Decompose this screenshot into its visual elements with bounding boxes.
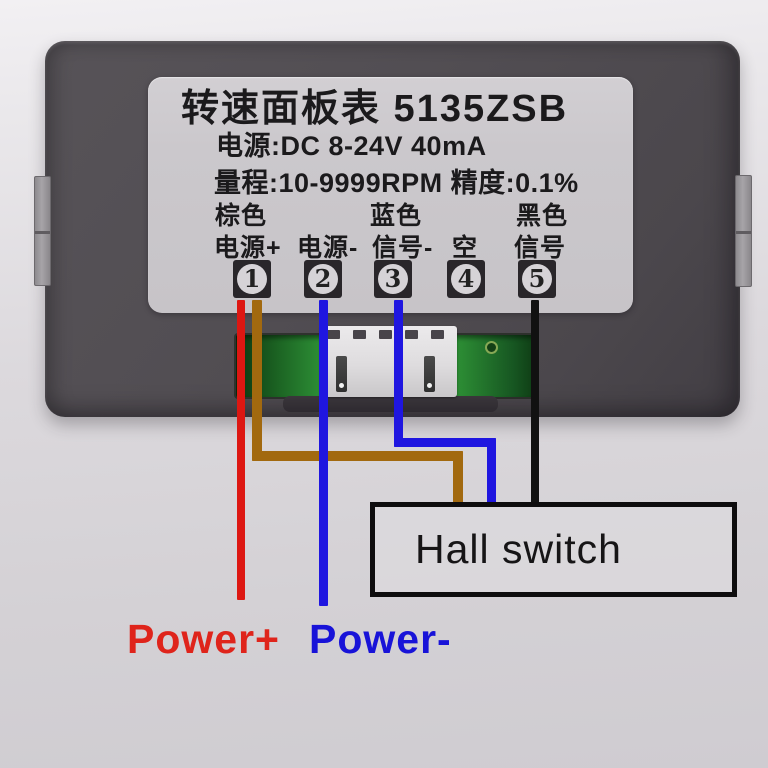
connector-pin bbox=[336, 356, 347, 392]
brown-wire-vertical bbox=[252, 300, 262, 461]
terminal-5: 5 bbox=[518, 260, 556, 298]
brown-wire-drop bbox=[453, 451, 463, 504]
range-spec: 量程:10-9999RPM 精度:0.1% bbox=[214, 168, 579, 198]
terminal-1-number: 1 bbox=[237, 264, 267, 294]
pcb-hole bbox=[485, 341, 498, 354]
connector-tab bbox=[327, 330, 340, 339]
clip-seam bbox=[35, 231, 50, 234]
blue-signal-wire-horizontal bbox=[394, 438, 496, 447]
right-mount-clip bbox=[735, 175, 752, 287]
terminal-1: 1 bbox=[233, 260, 271, 298]
red-power-wire bbox=[237, 300, 245, 600]
blue-signal-wire-vertical bbox=[394, 300, 403, 447]
product-title: 转速面板表 5135ZSB bbox=[181, 88, 569, 130]
terminal-2: 2 bbox=[304, 260, 342, 298]
blue-signal-wire-drop bbox=[487, 438, 496, 504]
terminal-4: 4 bbox=[447, 260, 485, 298]
connector-slot-shadow bbox=[283, 396, 498, 412]
brown-wire-horizontal bbox=[252, 451, 463, 461]
connector-tab bbox=[431, 330, 444, 339]
wire-color-label-black: 黑色 bbox=[516, 202, 569, 230]
wire-color-label-blue: 蓝色 bbox=[370, 202, 423, 230]
blue-power-wire bbox=[319, 300, 328, 606]
black-signal-wire bbox=[531, 300, 539, 504]
terminal-5-number: 5 bbox=[522, 264, 552, 294]
terminal-3: 3 bbox=[374, 260, 412, 298]
terminal-function-3: 信号- bbox=[372, 234, 434, 262]
clip-seam bbox=[736, 231, 751, 234]
terminal-function-4: 空 bbox=[452, 234, 479, 262]
terminal-function-1: 电源+ bbox=[214, 234, 282, 262]
left-mount-clip bbox=[34, 176, 51, 286]
terminal-2-number: 2 bbox=[308, 264, 338, 294]
connector-pin bbox=[424, 356, 435, 392]
terminal-4-number: 4 bbox=[451, 264, 481, 294]
power-spec: 电源:DC 8-24V 40mA bbox=[216, 131, 487, 161]
hall-switch-label: Hall switch bbox=[415, 526, 622, 572]
connector-tab bbox=[353, 330, 366, 339]
terminal-function-2: 电源- bbox=[297, 234, 359, 262]
connector-tab bbox=[405, 330, 418, 339]
power-plus-label: Power+ bbox=[127, 616, 280, 662]
power-minus-label: Power- bbox=[309, 616, 452, 662]
wire-color-label-brown: 棕色 bbox=[215, 202, 268, 230]
connector-tab bbox=[379, 330, 392, 339]
terminal-3-number: 3 bbox=[378, 264, 408, 294]
terminal-function-5: 信号 bbox=[514, 234, 567, 262]
hall-switch-box: Hall switch bbox=[370, 502, 737, 597]
